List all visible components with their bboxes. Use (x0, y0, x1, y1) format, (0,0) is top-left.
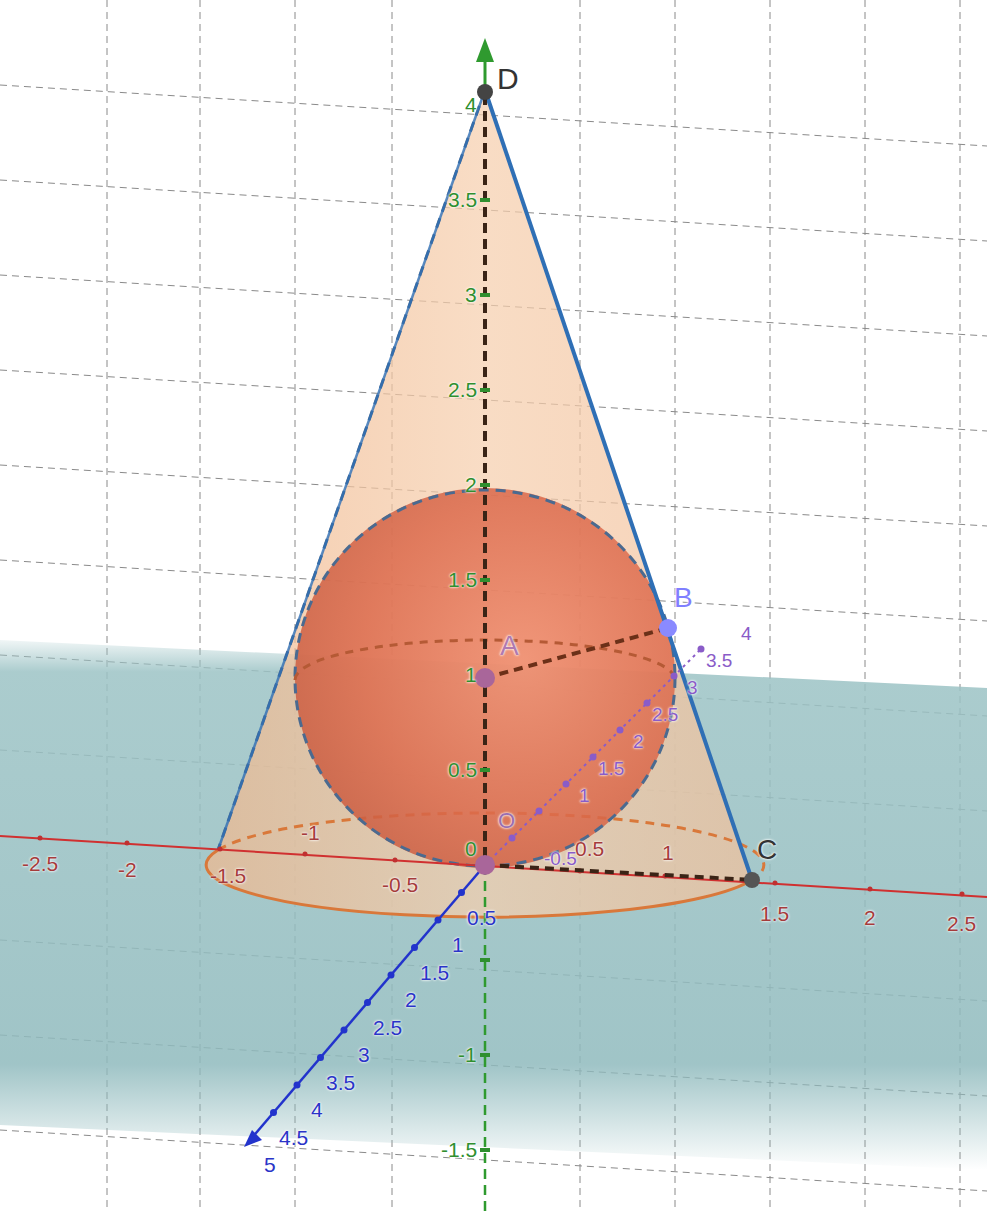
axis-tick-label: 4.5 (279, 1127, 308, 1148)
axis-tick-label: 2 (864, 907, 876, 928)
point-C (744, 872, 760, 888)
axis-tick-label: -0.5 (544, 849, 577, 868)
axis-tick-label: -1.5 (441, 1139, 477, 1160)
base-radius-OC (485, 865, 752, 880)
axis-tick-label: 3.5 (326, 1072, 355, 1093)
point-label: A (500, 632, 519, 660)
axis-tick-label: 1 (579, 786, 590, 805)
z-axis-arrow (476, 38, 494, 62)
y-axis-back-ticks (509, 646, 705, 842)
point-O (475, 855, 495, 875)
point-B (659, 619, 677, 637)
y-axis (250, 865, 485, 1140)
cone-slant-edge (485, 90, 752, 880)
axis-tick-label: 2 (633, 732, 644, 751)
point-label: C (757, 836, 777, 864)
y-axis-back (485, 650, 700, 865)
axis-tick-label: -1 (301, 822, 320, 843)
radius-AB (485, 628, 668, 678)
axis-tick-label: 3.5 (706, 651, 732, 670)
point-D (477, 84, 493, 100)
axis-tick-label: 1 (465, 664, 477, 685)
axis-tick-label: 0.5 (467, 907, 496, 928)
x-axis-ticks (38, 836, 965, 897)
y-axis-ticks (270, 889, 465, 1116)
axis-tick-label: -1 (458, 1044, 477, 1065)
axis-tick-label: 2.5 (448, 379, 477, 400)
axis-tick-label: 2.5 (373, 1017, 402, 1038)
axis-tick-label: -0.5 (382, 874, 418, 895)
axis-tick-label: 1.5 (598, 759, 624, 778)
cone-slant-edge (218, 90, 485, 850)
axis-tick-label: 2 (465, 474, 477, 495)
cone-outline (218, 90, 485, 850)
axis-tick-label: -2 (118, 859, 137, 880)
axis-tick-label: 3 (358, 1044, 370, 1065)
axis-tick-label: 3 (687, 678, 698, 697)
axis-tick-label: 1.5 (448, 569, 477, 590)
point-label: B (674, 584, 693, 612)
point-label: D (497, 64, 519, 94)
axis-tick-label: 1.5 (760, 903, 789, 924)
cone (206, 90, 752, 917)
axis-tick-label: 1 (662, 842, 674, 863)
axis-tick-label: 1 (452, 934, 464, 955)
axis-tick-label: 3 (465, 284, 477, 305)
axis-tick-label: 4 (465, 94, 477, 115)
axis-tick-label: 0.5 (575, 838, 604, 859)
point-A (475, 668, 495, 688)
axis-tick-label: 3.5 (448, 189, 477, 210)
axis-tick-label: 2.5 (947, 913, 976, 934)
axis-tick-label: 0.5 (448, 759, 477, 780)
axis-tick-label: 1.5 (420, 962, 449, 983)
axis-tick-label: 2.5 (652, 705, 678, 724)
x-axis (0, 836, 987, 897)
cone-height (483, 95, 487, 865)
axis-tick-label: -1.5 (210, 865, 246, 886)
axis-tick-label: 4 (311, 1099, 323, 1120)
y-axis-arrow (244, 1130, 262, 1147)
point-label: O (498, 810, 515, 832)
axis-tick-label: 4 (741, 624, 752, 643)
axis-tick-label: 2 (405, 989, 417, 1010)
axis-tick-label: 5 (264, 1154, 276, 1175)
axis-tick-label: -2.5 (22, 853, 58, 874)
axis-tick-label: 0 (465, 838, 477, 859)
